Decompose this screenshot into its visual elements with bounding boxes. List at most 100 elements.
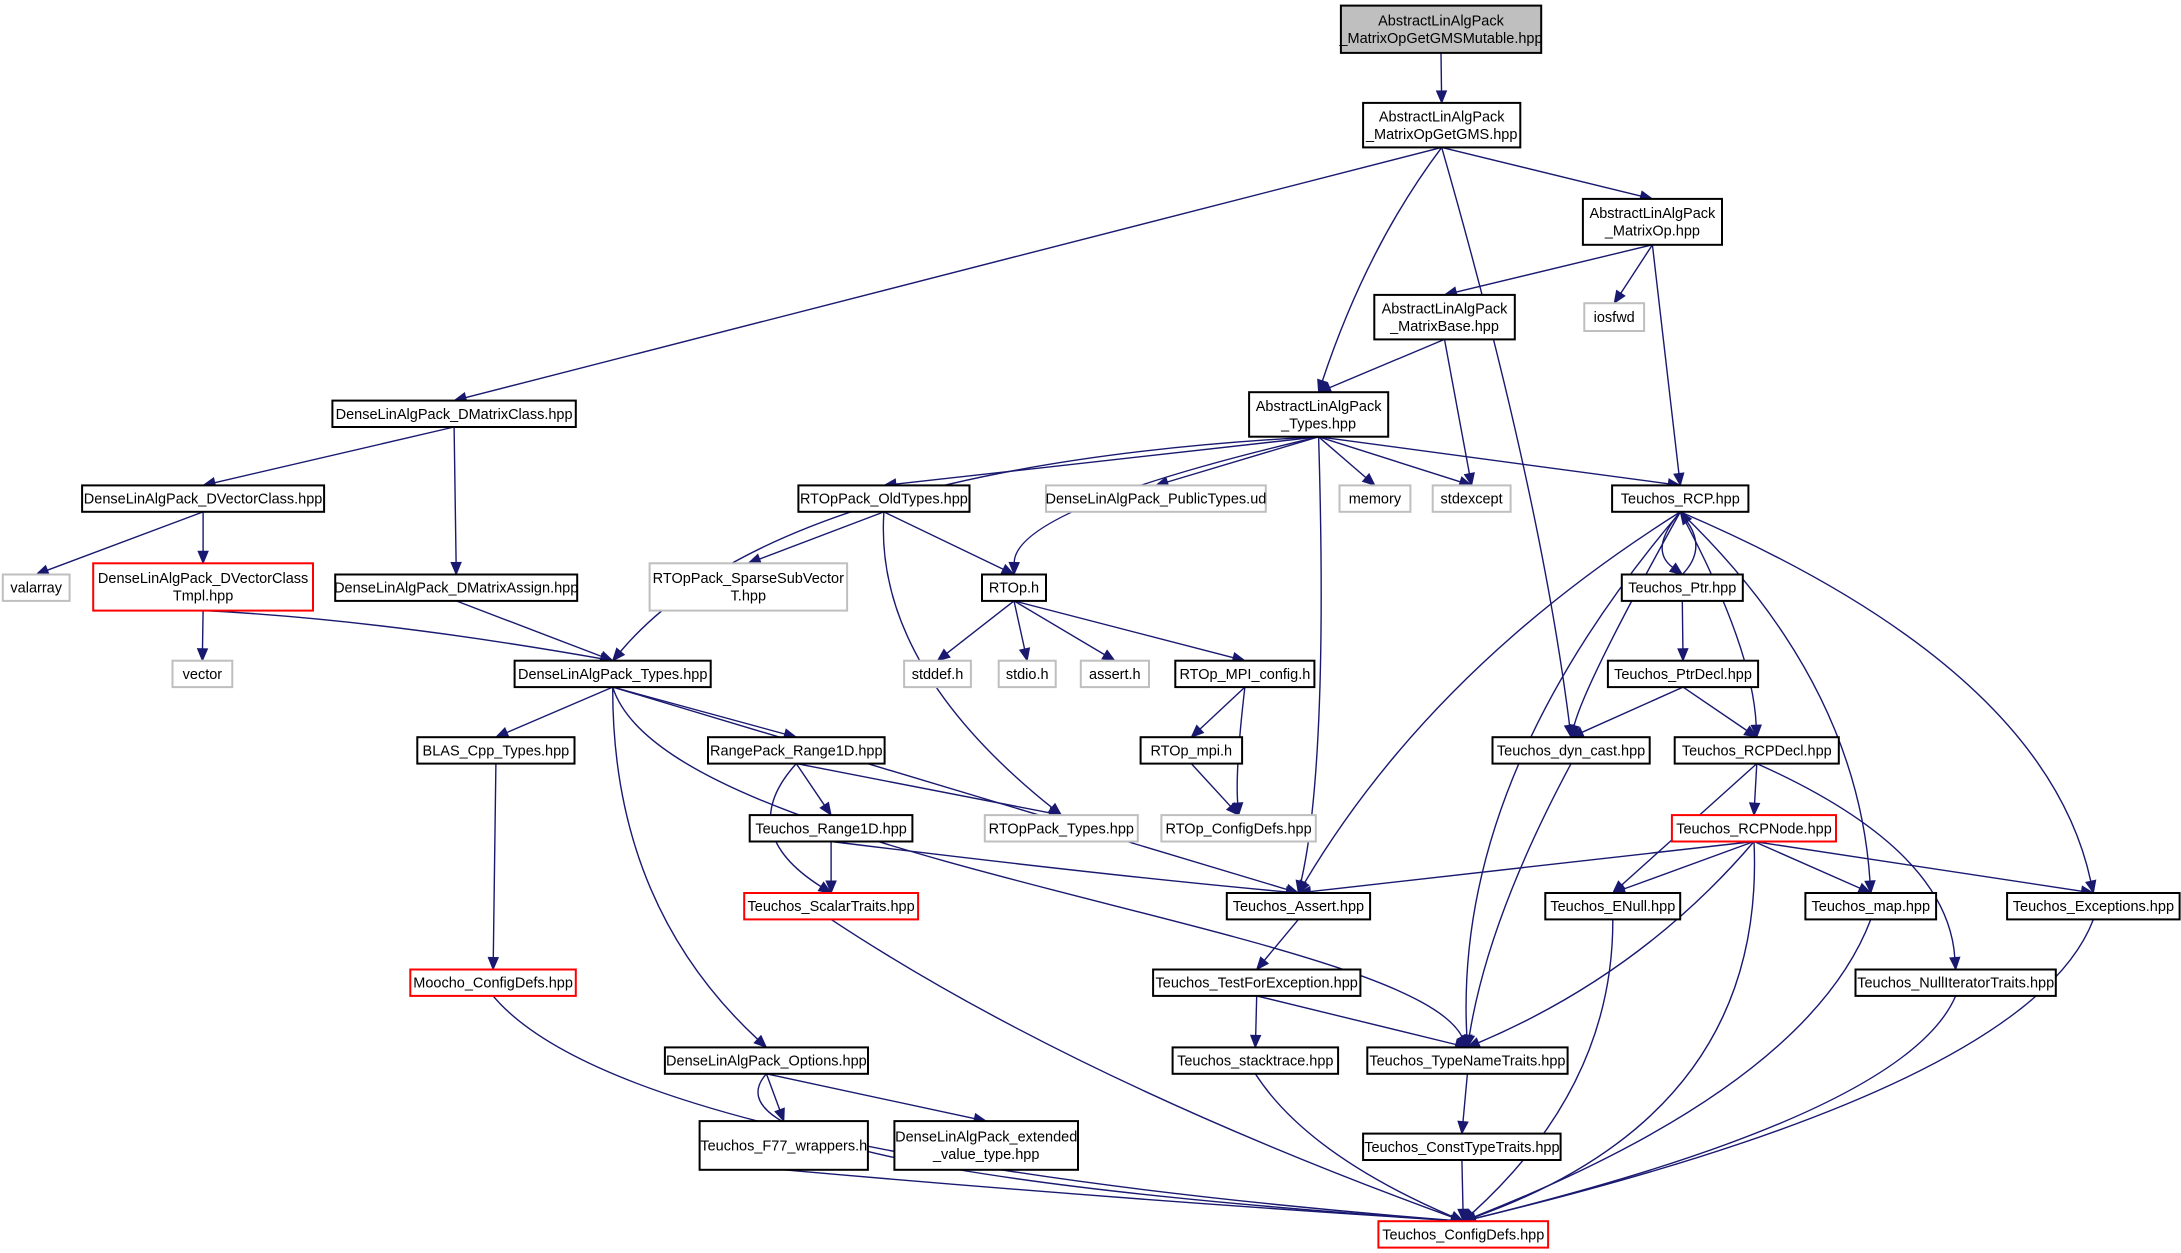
edge-line: [1753, 840, 2082, 892]
node-enull[interactable]: Teuchos_ENull.hpp: [1544, 892, 1682, 921]
edge-line: [1680, 511, 2092, 882]
node-label: _Types.hpp: [1280, 416, 1356, 432]
edge-line: [1753, 840, 1861, 889]
node-box: [1248, 391, 1390, 438]
node-texcept[interactable]: Teuchos_Exceptions.hpp: [2006, 892, 2181, 921]
edge-rcpnode-to-tmap: [1753, 840, 1872, 894]
edge-arrowhead: [611, 647, 626, 662]
edge-altypes-to-memory: [1318, 436, 1376, 487]
node-tassert[interactable]: Teuchos_Assert.hpp: [1225, 892, 1372, 921]
node-iosfwd[interactable]: iosfwd: [1583, 302, 1646, 333]
node-valarray[interactable]: valarray: [1, 573, 71, 602]
node-stdexcept[interactable]: stdexcept: [1431, 484, 1512, 513]
edge-range1d-to-trange1d: [795, 763, 832, 817]
node-dvecclass[interactable]: DenseLinAlgPack_DVectorClass.hpp: [81, 484, 326, 513]
edge-line: [1013, 600, 1026, 650]
node-label: vector: [183, 667, 223, 683]
node-box: [797, 484, 971, 513]
node-rtoph[interactable]: RTOp.h: [981, 573, 1047, 602]
node-dlatypes[interactable]: DenseLinAlgPack_Types.hpp: [513, 659, 712, 689]
node-stdio[interactable]: stdio.h: [997, 659, 1057, 689]
node-tmap[interactable]: Teuchos_map.hpp: [1804, 892, 1938, 921]
node-rtopconfig[interactable]: RTOp_ConfigDefs.hpp: [1160, 814, 1317, 843]
node-box: [1045, 484, 1267, 513]
node-blas[interactable]: BLAS_Cpp_Types.hpp: [416, 736, 576, 765]
edge-arrowhead: [1255, 956, 1270, 971]
node-testfor[interactable]: Teuchos_TestForException.hpp: [1152, 968, 1362, 997]
node-dlaopts[interactable]: DenseLinAlgPack_Options.hpp: [663, 1046, 870, 1075]
node-rcp[interactable]: Teuchos_RCP.hpp: [1611, 484, 1750, 513]
node-f77[interactable]: Teuchos_F77_wrappers.h: [698, 1120, 869, 1171]
node-memory[interactable]: memory: [1338, 484, 1412, 513]
node-consttype[interactable]: Teuchos_ConstTypeTraits.hpp: [1362, 1132, 1562, 1161]
node-root[interactable]: AbstractLinAlgPack_MatrixOpGetGMSMutable…: [1338, 4, 1543, 54]
edge-line: [1013, 600, 1234, 659]
node-trange1d[interactable]: Teuchos_Range1D.hpp: [748, 814, 914, 843]
edge-arrowhead: [1743, 725, 1758, 738]
edge-line: [1255, 995, 1258, 1036]
edge-moocho-to-configdefs: [492, 995, 1465, 1227]
node-dmatassign[interactable]: DenseLinAlgPack_DMatrixAssign.hpp: [334, 573, 578, 602]
node-rtopold[interactable]: RTOpPack_OldTypes.hpp: [797, 484, 971, 513]
edge-rcp-to-dyncast: [1568, 511, 1681, 739]
node-vector[interactable]: vector: [171, 659, 234, 689]
node-box: [707, 736, 886, 765]
edge-rcpdecl-to-rcpnode: [1748, 763, 1761, 817]
node-label: AbstractLinAlgPack: [1378, 14, 1504, 30]
edge-rcp-to-tmap: [1679, 511, 1876, 895]
edge-tassert-to-testfor: [1255, 918, 1299, 971]
node-label: _MatrixBase.hpp: [1389, 319, 1499, 335]
edge-line: [1474, 919, 2095, 1220]
node-stddef[interactable]: stddef.h: [903, 659, 972, 689]
node-box: [981, 573, 1047, 602]
node-box: [983, 814, 1139, 843]
node-ptrdecl[interactable]: Teuchos_PtrDecl.hpp: [1606, 659, 1760, 689]
node-configdefs[interactable]: Teuchos_ConfigDefs.hpp: [1377, 1220, 1550, 1249]
node-ptr[interactable]: Teuchos_Ptr.hpp: [1620, 573, 1744, 602]
node-label: AbstractLinAlgPack: [1256, 399, 1382, 415]
edge-line: [1573, 511, 1681, 726]
node-rcpnode[interactable]: Teuchos_RCPNode.hpp: [1670, 814, 1838, 843]
node-box: [1854, 968, 2057, 997]
node-dmatclass[interactable]: DenseLinAlgPack_DMatrixClass.hpp: [331, 399, 577, 429]
node-mpiconfig[interactable]: RTOp_MPI_config.h: [1174, 659, 1316, 689]
edge-line: [619, 436, 1319, 652]
node-matop[interactable]: AbstractLinAlgPack_MatrixOp.hpp: [1581, 197, 1724, 246]
node-typename[interactable]: Teuchos_TypeNameTraits.hpp: [1366, 1046, 1569, 1075]
edge-ptrdecl-to-dyncast: [1569, 686, 1684, 738]
node-box: [513, 659, 712, 689]
node-matbase[interactable]: AbstractLinAlgPack_MatrixBase.hpp: [1373, 293, 1516, 341]
node-label: stdexcept: [1441, 492, 1503, 508]
node-altypes[interactable]: AbstractLinAlgPack_Types.hpp: [1248, 391, 1390, 438]
node-asserth[interactable]: assert.h: [1079, 659, 1151, 689]
node-extval[interactable]: DenseLinAlgPack_extended_value_type.hpp: [893, 1120, 1080, 1171]
edge-arrowhead: [1101, 649, 1116, 662]
node-range1d[interactable]: RangePack_Range1D.hpp: [707, 736, 886, 765]
node-rtoptypes[interactable]: RTOpPack_Types.hpp: [983, 814, 1139, 843]
edge-arrowhead: [1190, 724, 1205, 739]
node-dlapub[interactable]: DenseLinAlgPack_PublicTypes.ud: [1045, 484, 1267, 513]
node-box: [331, 399, 577, 429]
node-label: Teuchos_RCP.hpp: [1621, 492, 1740, 508]
node-nulliter[interactable]: Teuchos_NullIteratorTraits.hpp: [1854, 968, 2057, 997]
edge-arrowhead: [487, 956, 500, 971]
edge-rtoph-to-stdio: [1013, 600, 1031, 662]
node-rtopmpi[interactable]: RTOp_mpi.h: [1139, 736, 1244, 765]
node-scalar[interactable]: Teuchos_ScalarTraits.hpp: [743, 892, 920, 921]
edge-rtoph-to-mpiconfig: [1013, 600, 1247, 664]
edge-gms-to-altypes: [1317, 146, 1443, 394]
node-label: RTOpPack_SparseSubVector: [653, 571, 844, 587]
edge-line: [1303, 511, 1681, 884]
edge-dlatypes-to-blas: [494, 686, 613, 738]
node-rcpdecl[interactable]: Teuchos_RCPDecl.hpp: [1673, 736, 1840, 765]
node-dyncast[interactable]: Teuchos_dyn_cast.hpp: [1491, 736, 1651, 765]
edge-rtoph-to-stddef: [936, 600, 1015, 662]
node-moocho[interactable]: Moocho_ConfigDefs.hpp: [409, 968, 577, 997]
node-stack[interactable]: Teuchos_stacktrace.hpp: [1171, 1046, 1340, 1075]
edge-line: [783, 1169, 1452, 1222]
node-gms[interactable]: AbstractLinAlgPack_MatrixOpGetGMS.hpp: [1362, 101, 1522, 149]
node-box: [903, 659, 972, 689]
edge-line: [766, 1073, 975, 1120]
